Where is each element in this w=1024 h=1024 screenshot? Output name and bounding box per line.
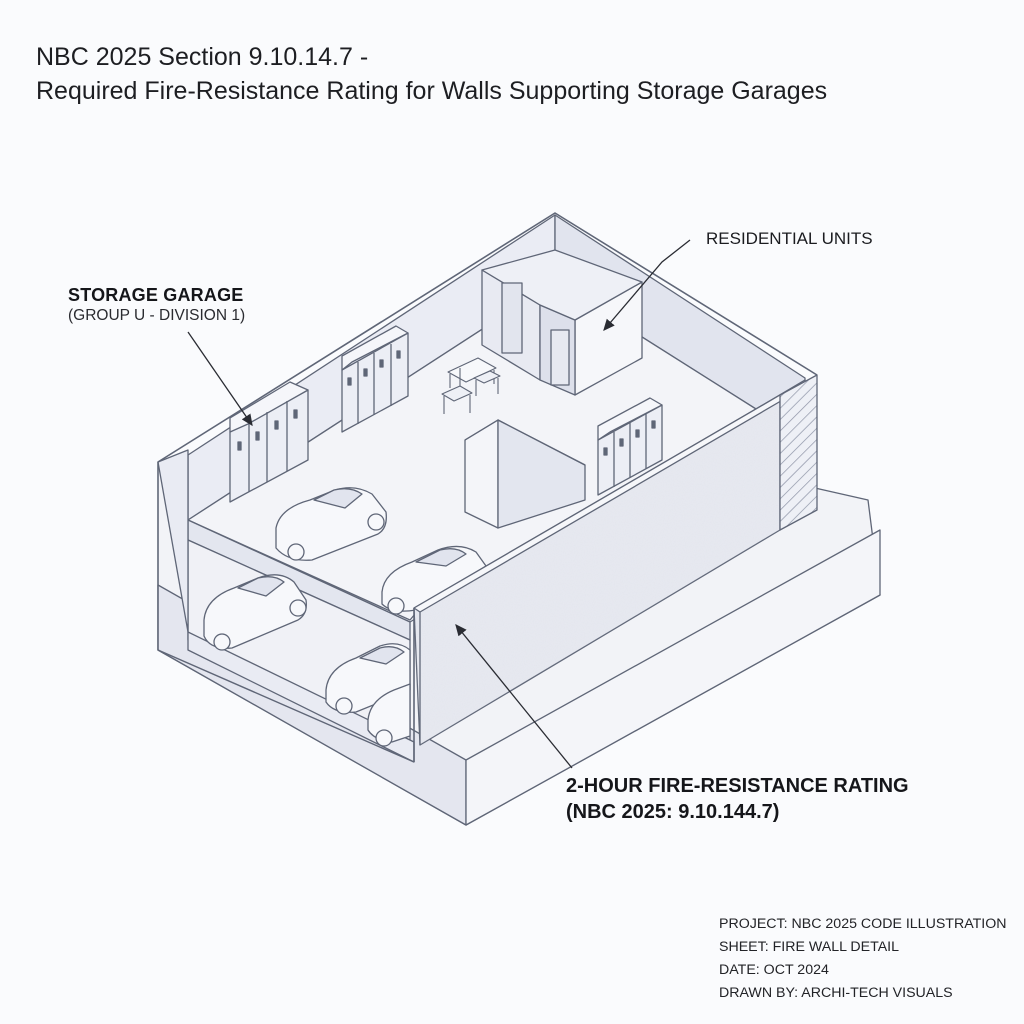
locker-bank-3 (597, 397, 663, 496)
title-block: NBC 2025 Section 9.10.14.7 - Required Fi… (36, 40, 827, 108)
leader-fire-rating (455, 623, 573, 769)
project-line: PROJECT: NBC 2025 CODE ILLUSTRATION (719, 916, 1007, 932)
car-upper-1 (275, 487, 387, 561)
car-lower-1 (203, 574, 307, 651)
residential-wall-back (481, 249, 643, 321)
fire-wall-hatched-end (779, 374, 818, 531)
table-and-chairs (441, 357, 501, 414)
fire-wall-speckle (414, 395, 780, 745)
leader-storage-garage (187, 331, 253, 427)
car-lower-3 (367, 683, 411, 747)
drawing-title-line-1: NBC 2025 Section 9.10.14.7 - (36, 43, 369, 71)
drawing-title-line-2: Required Fire-Resistance Rating for Wall… (36, 77, 828, 105)
fire-rating-label: 2-HOUR FIRE-RESISTANCE RATING (566, 775, 909, 797)
sheet-line: SHEET: FIRE WALL DETAIL (719, 939, 900, 955)
residential-units-label: RESIDENTIAL UNITS (706, 229, 873, 248)
storage-garage-group-label: (GROUP U - DIVISION 1) (68, 307, 246, 324)
car-upper-2 (381, 545, 487, 615)
leader-residential-units (603, 239, 691, 331)
fire-rating-reference-label: (NBC 2025: 9.10.144.7) (566, 801, 780, 823)
door-2 (550, 329, 570, 386)
date-line: DATE: OCT 2024 (719, 962, 829, 978)
door-1 (501, 282, 523, 354)
locker-bank-2 (341, 325, 409, 433)
drawing-title-block: PROJECT: NBC 2025 CODE ILLUSTRATION SHEE… (719, 913, 1007, 1005)
drawn-by-line: DRAWN BY: ARCHI-TECH VISUALS (719, 985, 953, 1001)
storage-garage-label: STORAGE GARAGE (68, 285, 244, 305)
base-slab-front-right (465, 529, 881, 826)
